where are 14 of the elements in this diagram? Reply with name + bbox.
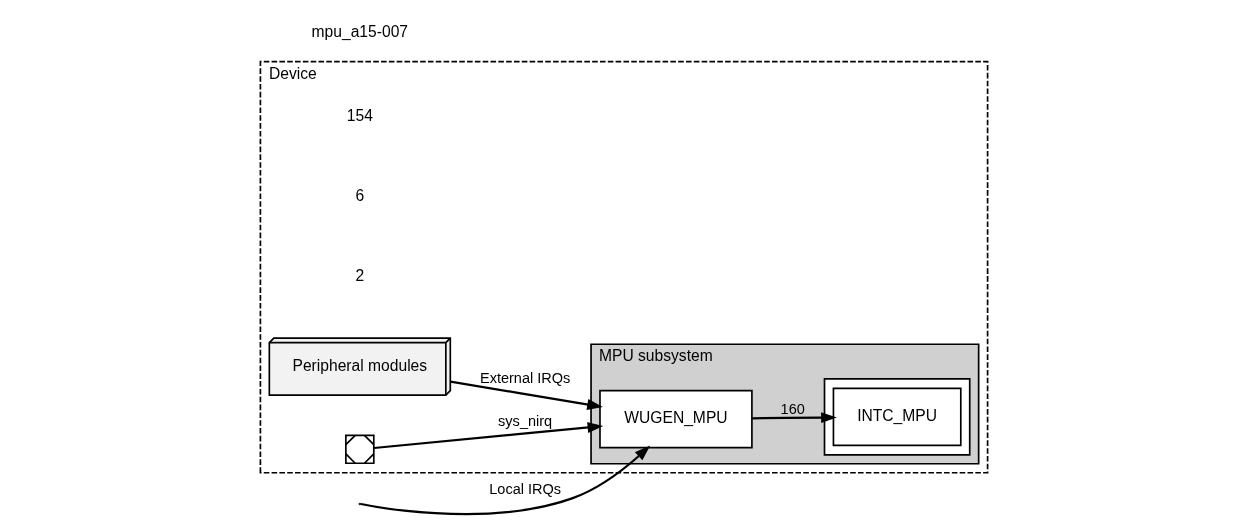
cluster (823, 378, 971, 456)
edge-label: 160 (780, 400, 805, 417)
label: 154 (346, 106, 373, 124)
label: mpu_a15-007 (311, 22, 408, 40)
edge-label: sys_nirq (497, 413, 552, 430)
edge-label: Local IRQs (488, 481, 561, 498)
node-box: INTC_MPU (832, 387, 962, 447)
edge-label: External IRQs (479, 369, 570, 386)
arrow (751, 412, 837, 424)
label: 2 (354, 267, 364, 285)
node-box: WUGEN_MPU (598, 389, 753, 449)
arrow (449, 380, 603, 410)
label: 6 (354, 186, 364, 204)
arrow (373, 422, 603, 450)
